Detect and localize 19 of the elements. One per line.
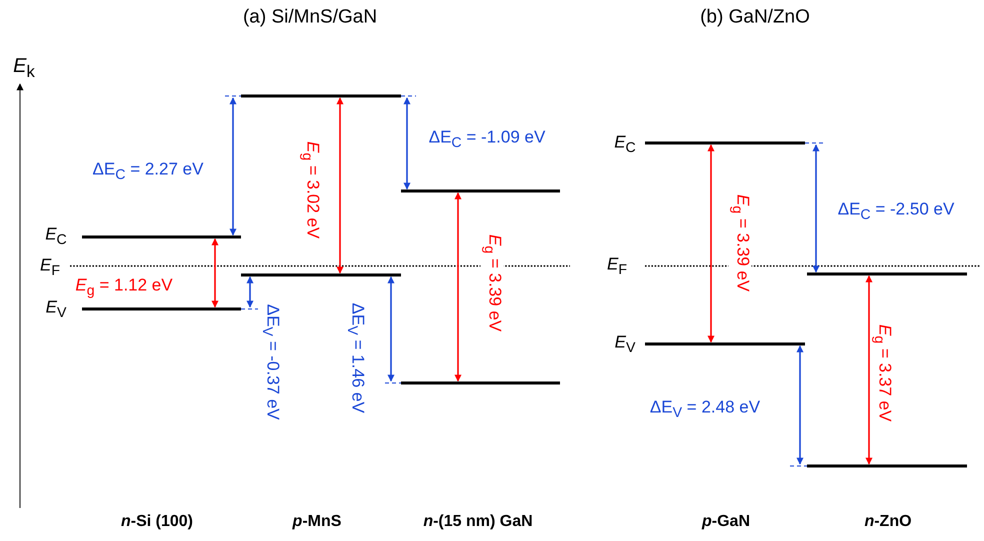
offset-label: ΔE$_{C}$ = 2.27 eV (92, 160, 204, 184)
layer-label: p-MnS (292, 513, 342, 531)
level-label: E$_{V}$ (46, 298, 66, 322)
layer-label: n-(15 nm) GaN (423, 513, 533, 531)
level-label: E$_{C}$ (45, 226, 67, 248)
axis-label: E$_{k}$ (13, 54, 35, 82)
level-label: E$_{C}$ (614, 134, 636, 156)
offset-label: ΔE$_{V}$ = 2.48 eV (650, 398, 760, 422)
offset-label: ΔE$_{C}$ = -1.09 eV (428, 128, 546, 152)
panel-title: (b) GaN/ZnO (700, 8, 810, 28)
layer-label: n-ZnO (864, 513, 912, 531)
gap-label: E$_{g}$ = 1.12 eV (75, 276, 173, 300)
layer-label: n-Si (100) (120, 513, 194, 531)
offset-label: ΔE$_{C}$ = -2.50 eV (838, 200, 954, 224)
level-label: E$_{F}$ (40, 256, 60, 280)
layer-label: p-GaN (702, 513, 750, 531)
level-label: E$_{V}$ (614, 334, 636, 356)
level-label: E$_{F}$ (607, 256, 627, 278)
panel-title: (a) Si/MnS/GaN (242, 8, 378, 28)
